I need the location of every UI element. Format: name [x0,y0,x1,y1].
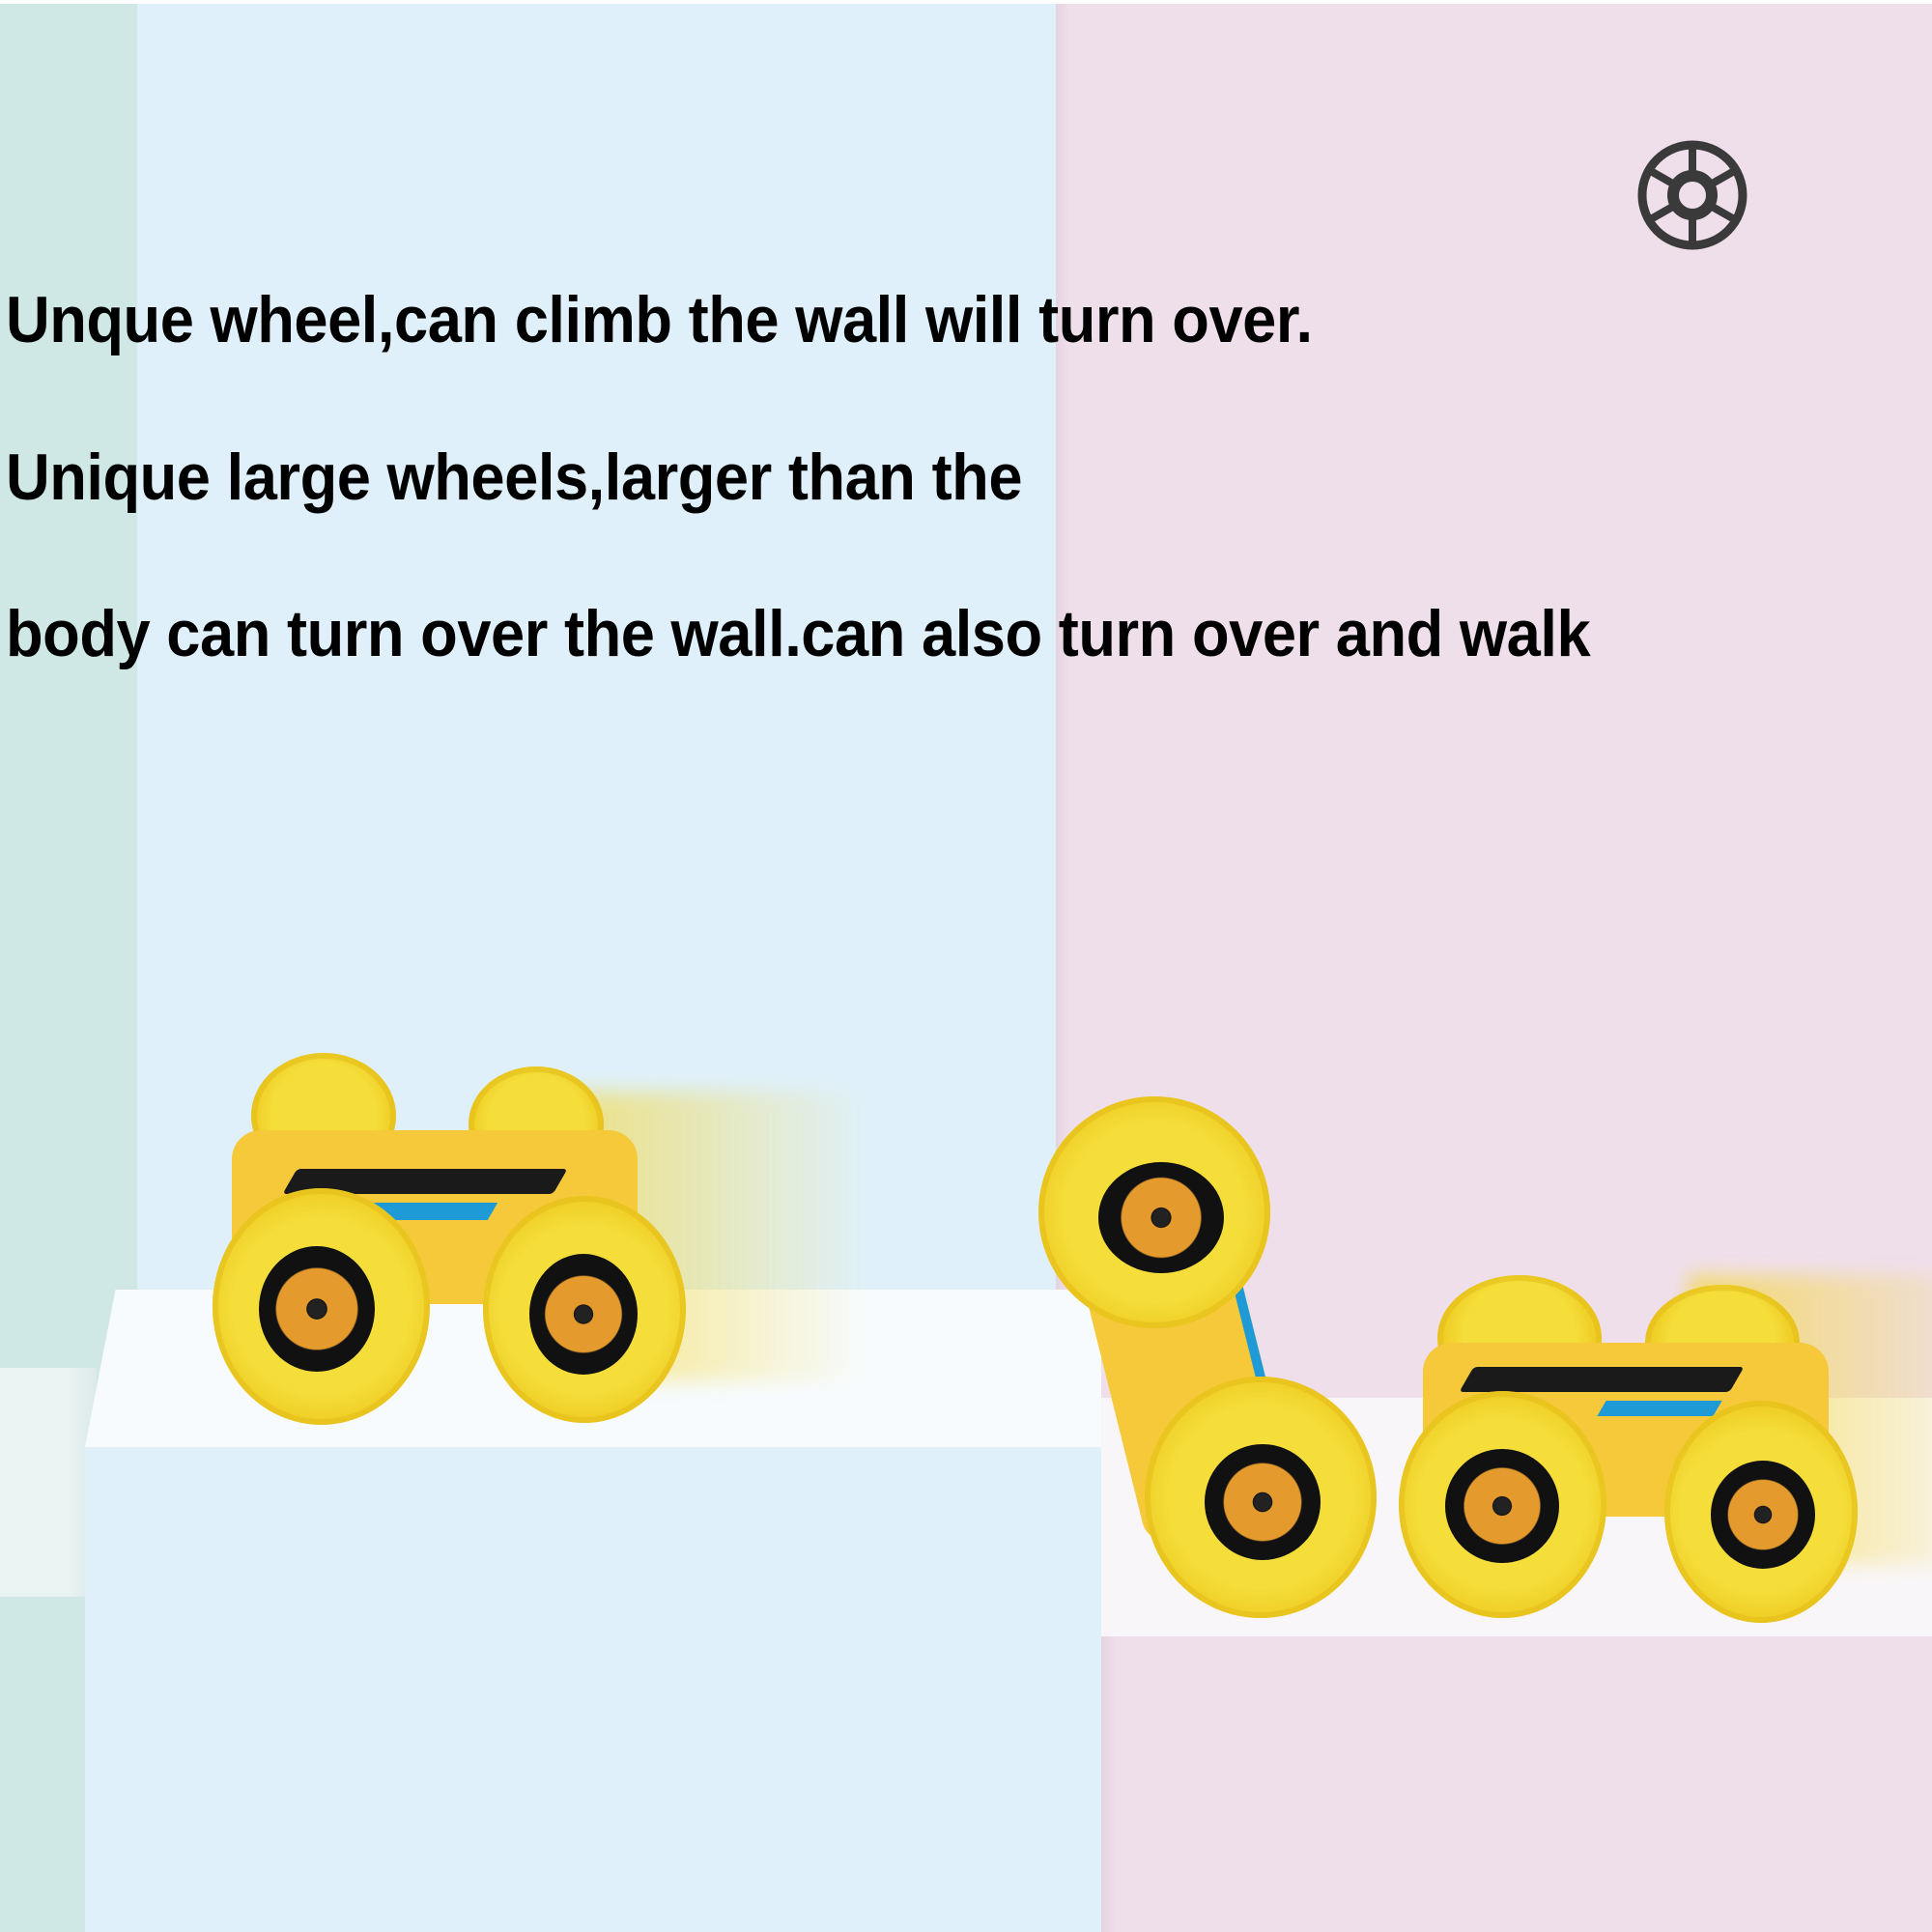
rim [1098,1162,1224,1273]
right-platform-front [1101,1636,1932,1932]
right-toy-car [1399,1256,1932,1623]
decal [1459,1367,1745,1392]
tire [1664,1401,1858,1623]
left-wall-band [0,1368,97,1597]
rim [1445,1449,1559,1563]
tire [213,1188,430,1425]
headline-line-1: Unque wheel,can climb the wall will turn… [6,283,1313,356]
left-toy-car [203,1053,898,1430]
top-edge [0,0,1932,4]
tire [483,1196,686,1423]
rim [1205,1444,1321,1560]
tire [1038,1096,1270,1328]
flipping-toy-car [1034,1096,1381,1618]
rim [529,1254,638,1375]
rim [1711,1461,1815,1569]
tire [1399,1391,1606,1618]
decal [1597,1401,1722,1416]
wheel-icon [1634,137,1750,253]
left-platform-front [85,1447,1101,1932]
headline-line-2: Unique large wheels,larger than the [6,440,1023,514]
tire [1145,1377,1377,1618]
rim [259,1246,375,1372]
headline-line-3: body can turn over the wall.can also tur… [6,597,1591,670]
